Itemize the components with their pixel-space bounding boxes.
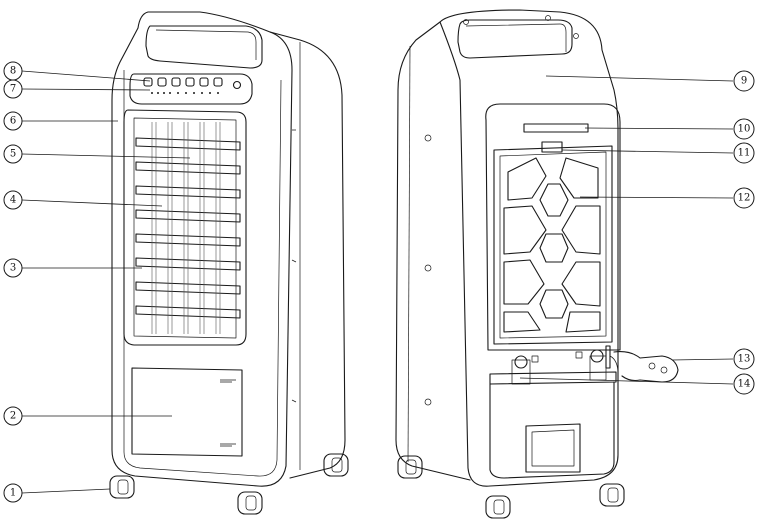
control-button <box>157 77 167 87</box>
callout-10: 10 <box>733 118 755 140</box>
callout-label: 12 <box>738 193 751 204</box>
leader-lines <box>21 70 734 494</box>
callout-5: 5 <box>3 144 23 164</box>
callout-label: 13 <box>738 354 751 365</box>
callout-label: 1 <box>10 488 16 499</box>
control-button <box>199 77 209 87</box>
callout-label: 8 <box>10 66 16 77</box>
filter-handle <box>523 123 589 133</box>
caster-wheels-back <box>397 455 625 519</box>
power-cord-socket <box>605 345 611 369</box>
callout-label: 9 <box>741 76 747 87</box>
callout-label: 3 <box>10 263 16 274</box>
callout-2: 2 <box>3 406 23 426</box>
indicator-lights <box>151 92 219 94</box>
callout-label: 4 <box>10 195 16 206</box>
callout-4: 4 <box>3 190 23 210</box>
power-indicator <box>232 80 242 90</box>
callout-label: 10 <box>738 124 751 135</box>
water-tank-back <box>489 381 615 479</box>
back-view-unit <box>395 9 679 519</box>
callout-label: 6 <box>10 116 16 127</box>
horizontal-louvers <box>135 137 241 319</box>
callout-label: 2 <box>10 411 16 422</box>
air-filter-pattern <box>503 157 601 333</box>
vertical-louvers <box>151 122 221 334</box>
callout-6: 6 <box>3 111 23 131</box>
callout-label: 14 <box>738 379 751 390</box>
callout-13: 13 <box>733 348 755 370</box>
front-view-unit <box>109 11 349 515</box>
callout-8: 8 <box>3 61 23 81</box>
water-tank-rail <box>489 371 617 385</box>
callout-label: 11 <box>738 148 751 159</box>
water-tank-front <box>131 367 243 457</box>
control-button <box>213 77 223 87</box>
connector-left <box>514 355 528 369</box>
callout-14: 14 <box>733 373 755 395</box>
control-button <box>143 77 153 87</box>
callout-3: 3 <box>3 258 23 278</box>
callout-9: 9 <box>733 70 755 92</box>
power-plug <box>609 351 679 383</box>
control-button <box>171 77 181 87</box>
control-button <box>185 77 195 87</box>
callout-12: 12 <box>733 187 755 209</box>
callout-7: 7 <box>3 79 23 99</box>
callout-1: 1 <box>3 483 23 503</box>
filter-clip <box>541 141 563 153</box>
callout-11: 11 <box>733 142 755 164</box>
callout-label: 7 <box>10 84 16 95</box>
callout-label: 5 <box>10 149 16 160</box>
caster-wheels-front <box>109 453 349 515</box>
